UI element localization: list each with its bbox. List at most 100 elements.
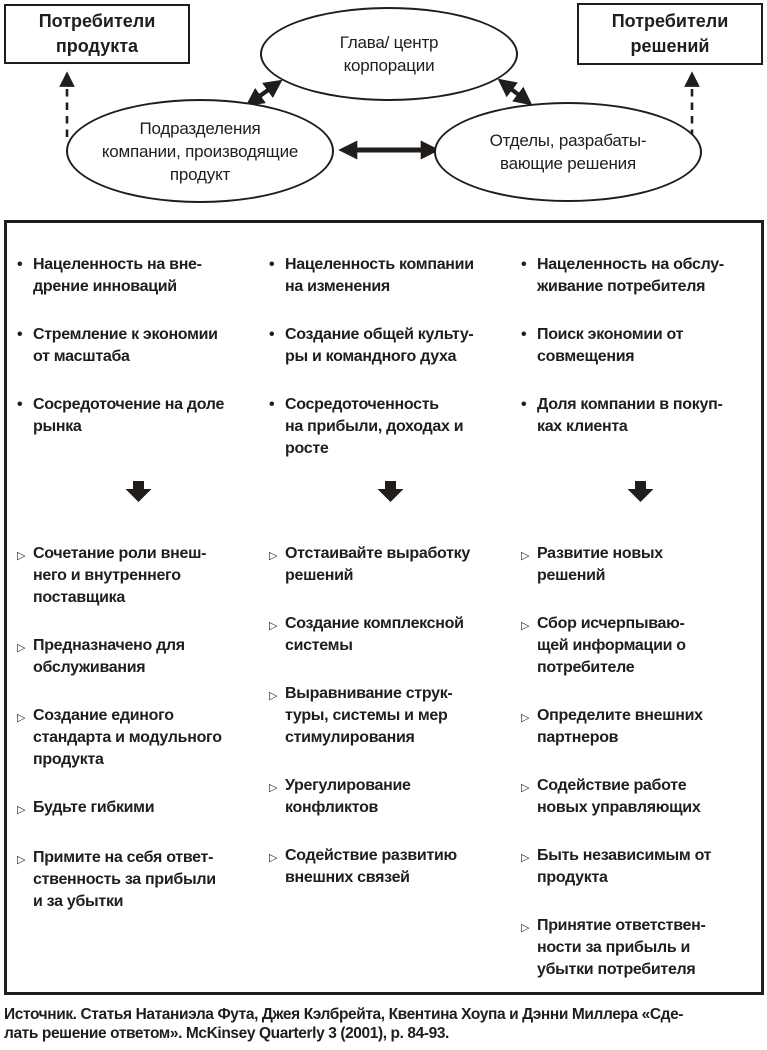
action-item: ▷Создание единого стандарта и модульного… (17, 705, 259, 771)
dot-bullet-icon: • (269, 256, 275, 273)
source-text: Статья Натаниэла Фута, Джея Кэлбрейта, К… (4, 1006, 684, 1042)
matrix-box: • Нацеленность на вне- дрение инноваций • С… (4, 220, 764, 995)
item-text: Сочетание роли внеш- него и внутреннего … (33, 545, 207, 606)
source-label: Источник. (4, 1006, 77, 1023)
item-text: Сбор исчерпываю- щей информации о потреб… (537, 615, 686, 676)
triangle-bullet-icon: ▷ (521, 781, 530, 794)
action-item: ▷ Содействие развитию внешних связей (269, 845, 511, 889)
product-divisions-ellipse: Подразделения компании, производящие про… (66, 99, 334, 203)
column-center: • Нацеленность компании на изменения • Созд… (269, 223, 511, 992)
item-text: Нацеленность компании на изменения (285, 256, 474, 295)
triangle-bullet-icon: ▷ (17, 549, 26, 562)
item-text: Примите на себя ответ- ственность за при… (33, 849, 216, 910)
diagram-arrows (59, 71, 700, 160)
focus-item: • Сосредоточенность на прибыли, доходах и… (269, 394, 511, 460)
dot-bullet-icon: • (269, 326, 275, 343)
action-item: ▷ Создание комплексной системы (269, 613, 511, 657)
action-item: ▷ Сбор исчерпываю- щей информации о потре… (521, 613, 759, 679)
dot-bullet-icon: • (521, 326, 527, 343)
action-item: ▷ Быть независимым от продукта (521, 845, 759, 889)
action-item: ▷ Отстаивайте выработку решений (269, 543, 511, 587)
action-item: ▷ Сочетание роли внеш- него и внутреннего… (17, 543, 259, 609)
triangle-bullet-icon: ▷ (521, 619, 530, 632)
corporate-center-ellipse: Глава/ центр корпорации (260, 7, 518, 101)
down-arrow-row (521, 481, 759, 502)
bidirectional-arrow-right-icon (497, 78, 533, 106)
dot-bullet-icon: • (17, 326, 23, 343)
action-item: ▷ Принятие ответствен- ности за прибыль и… (521, 915, 759, 981)
item-text: Отстаивайте выработку решений (285, 545, 470, 584)
column-product: • Нацеленность на вне- дрение инноваций • С… (17, 223, 259, 992)
org-diagram: Потребители продукта Потребители решений… (0, 0, 767, 219)
dot-bullet-icon: • (17, 256, 23, 273)
focus-item: • Стремление к экономии от масштаба (17, 324, 259, 368)
item-text: Будьте гибкими (33, 799, 155, 816)
triangle-bullet-icon: ▷ (521, 851, 530, 864)
action-item: ▷ Определите внешних партнеров (521, 705, 759, 749)
item-text: Содействие работе новых управляющих (537, 777, 701, 816)
action-item: ▷ Урегулирование конфликтов (269, 775, 511, 819)
solution-consumers-box: Потребители решений (577, 3, 763, 65)
dot-bullet-icon: • (521, 256, 527, 273)
down-arrow-row (269, 481, 511, 502)
dot-bullet-icon: • (521, 396, 527, 413)
item-text: Определите внешних партнеров (537, 707, 703, 746)
item-text: Поиск экономии от совмещения (537, 326, 684, 365)
action-item: ▷Примите на себя ответ- ственность за пр… (17, 847, 259, 913)
item-text: Нацеленность на вне- дрение инноваций (33, 256, 202, 295)
triangle-bullet-icon: ▷ (521, 711, 530, 724)
focus-list: • Нацеленность на обслу- живание потребит… (521, 254, 759, 464)
item-text: Предназначено для обслуживания (33, 637, 185, 676)
action-item: ▷ Развитие новых решений (521, 543, 759, 587)
product-consumers-box: Потребители продукта (4, 4, 190, 64)
triangle-bullet-icon: ▷ (269, 851, 278, 864)
item-text: Нацеленность на обслу- живание потребите… (537, 256, 724, 295)
focus-list: • Нацеленность на вне- дрение инноваций • С… (17, 254, 259, 464)
item-text: Доля компании в покуп- ках клиента (537, 396, 723, 435)
triangle-bullet-icon: ▷ (521, 549, 530, 562)
down-arrow-icon (627, 481, 653, 502)
action-item: ▷ Будьте гибкими (17, 797, 259, 821)
action-list: ▷ Развитие новых решений ▷ Сбор исчерпываю-… (521, 543, 759, 1007)
item-text: Принятие ответствен- ности за прибыль и … (537, 917, 706, 978)
item-text: Содействие развитию внешних связей (285, 847, 457, 886)
dot-bullet-icon: • (17, 396, 23, 413)
down-arrow-icon (377, 481, 403, 502)
bidirectional-arrow-left-icon (245, 79, 283, 107)
item-text: Сосредоточенность на прибыли, доходах и … (285, 396, 464, 457)
focus-item: • Сосредоточение на доле рынка (17, 394, 259, 438)
action-list: ▷ Сочетание роли внеш- него и внутреннего… (17, 543, 259, 939)
action-item: ▷ Содействие работе новых управляющих (521, 775, 759, 819)
item-text: Стремление к экономии от масштаба (33, 326, 218, 365)
item-text: Выравнивание струк- туры, системы и мер … (285, 685, 453, 746)
item-text: Развитие новых решений (537, 545, 663, 584)
focus-item: • Создание общей культу- ры и командного … (269, 324, 511, 368)
source-citation: Источник. Статья Натаниэла Фута, Джея Кэ… (4, 1005, 763, 1043)
dot-bullet-icon: • (269, 396, 275, 413)
triangle-bullet-icon: ▷ (269, 781, 278, 794)
item-text: Сосредоточение на доле рынка (33, 396, 225, 435)
down-arrow-row (17, 481, 259, 502)
action-item: ▷ Предназначено для обслуживания (17, 635, 259, 679)
action-list: ▷ Отстаивайте выработку решений ▷ Создание … (269, 543, 511, 915)
solution-departments-ellipse: Отделы, разрабаты- вающие решения (434, 102, 702, 202)
focus-item: • Нацеленность на вне- дрение инноваций (17, 254, 259, 298)
triangle-bullet-icon: ▷ (521, 921, 530, 934)
focus-item: • Нацеленность на обслу- живание потребит… (521, 254, 759, 298)
triangle-bullet-icon: ▷ (269, 689, 278, 702)
item-text: Создание единого стандарта и модульного … (33, 707, 222, 768)
column-solution: • Нацеленность на обслу- живание потребит… (521, 223, 759, 992)
focus-item: • Доля компании в покуп- ках клиента (521, 394, 759, 438)
item-text: Быть независимым от продукта (537, 847, 712, 886)
action-item: ▷ Выравнивание струк- туры, системы и мер… (269, 683, 511, 749)
triangle-bullet-icon: ▷ (269, 619, 278, 632)
item-text: Создание комплексной системы (285, 615, 464, 654)
triangle-bullet-icon: ▷ (17, 803, 26, 816)
triangle-bullet-icon: ▷ (17, 641, 26, 654)
focus-item: • Нацеленность компании на изменения (269, 254, 511, 298)
focus-list: • Нацеленность компании на изменения • Созд… (269, 254, 511, 486)
item-text: Урегулирование конфликтов (285, 777, 411, 816)
item-text: Создание общей культу- ры и командного д… (285, 326, 474, 365)
down-arrow-icon (125, 481, 151, 502)
triangle-bullet-icon: ▷ (269, 549, 278, 562)
